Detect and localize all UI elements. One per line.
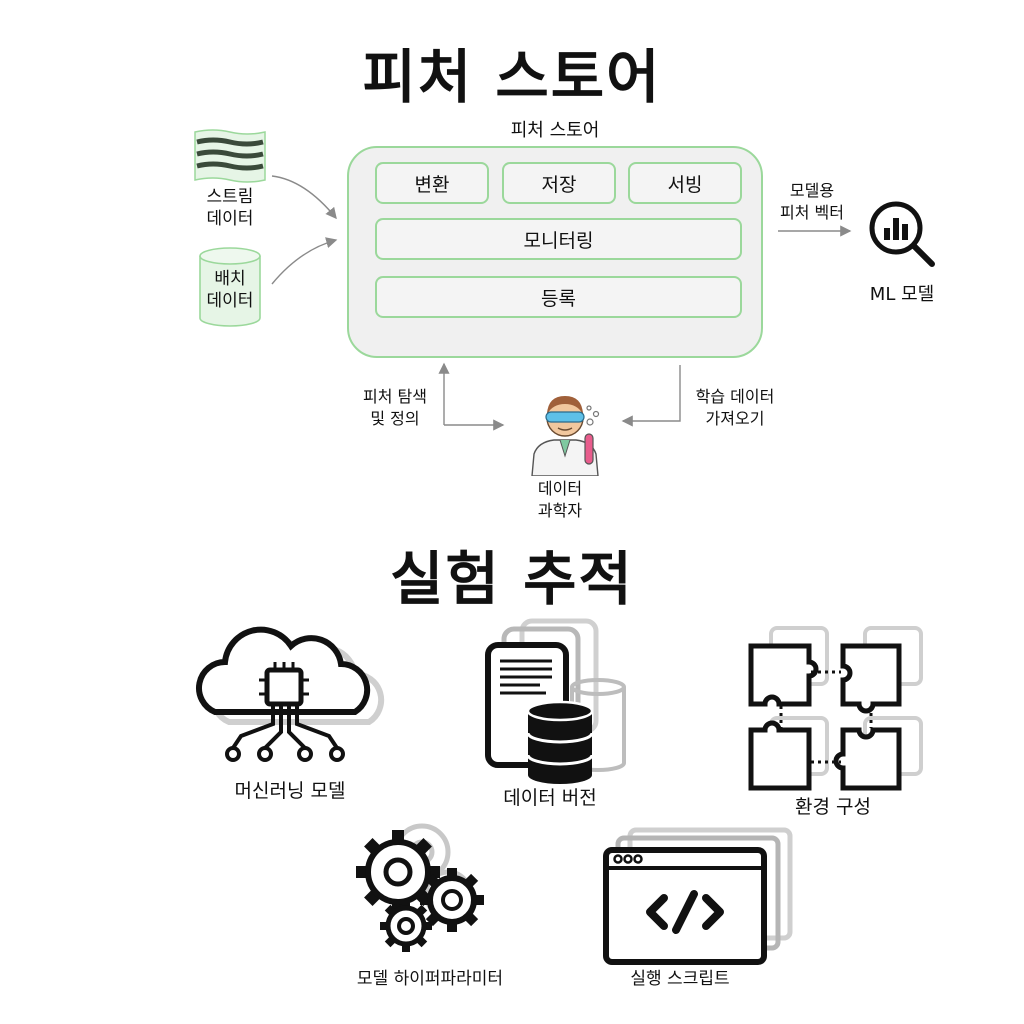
- stream-data-icon: [194, 129, 266, 183]
- label-run-script: 실행 스크립트: [630, 969, 730, 989]
- ml-model-magnifier-icon: [869, 201, 935, 267]
- title-feature-store: 피처 스토어: [362, 43, 662, 111]
- label-hyperparams: 모델 하이퍼파라미터: [356, 969, 504, 989]
- batch-database-icon: [199, 247, 261, 327]
- module-serving: 서빙: [628, 162, 742, 204]
- label-data-version: 데이터 버전: [503, 787, 597, 809]
- batch-data-label: 배치 데이터: [206, 269, 254, 311]
- cloud-chip-icon: [196, 626, 385, 762]
- stream-data-label: 스트림 데이터: [206, 187, 254, 229]
- module-monitoring: 모니터링: [375, 218, 742, 260]
- data-scientist-label: 데이터 과학자: [537, 479, 583, 520]
- gears-icon: [356, 823, 484, 952]
- ml-model-label: ML 모델: [869, 284, 935, 305]
- title-experiment-tracking: 실험 추적: [390, 545, 634, 613]
- feature-store-box-label: 피처 스토어: [510, 120, 600, 141]
- puzzle-icon: [748, 626, 923, 791]
- document-database-icon: [485, 618, 626, 784]
- label-env-config: 환경 구성: [795, 796, 871, 818]
- module-transform: 변환: [375, 162, 489, 204]
- module-registry: 등록: [375, 276, 742, 318]
- label-ml-model: 머신러닝 모델: [234, 780, 346, 802]
- feature-vector-label: 모델용 피처 벡터: [780, 181, 844, 222]
- fetch-data-label: 학습 데이터 가져오기: [695, 387, 775, 428]
- code-window-icon: [603, 827, 793, 965]
- scientist-icon: [531, 396, 600, 476]
- discover-label: 피처 탐색 및 정의: [363, 387, 427, 428]
- module-storage: 저장: [502, 162, 616, 204]
- feature-store-box: 변환 저장 서빙 모니터링 등록: [347, 146, 763, 358]
